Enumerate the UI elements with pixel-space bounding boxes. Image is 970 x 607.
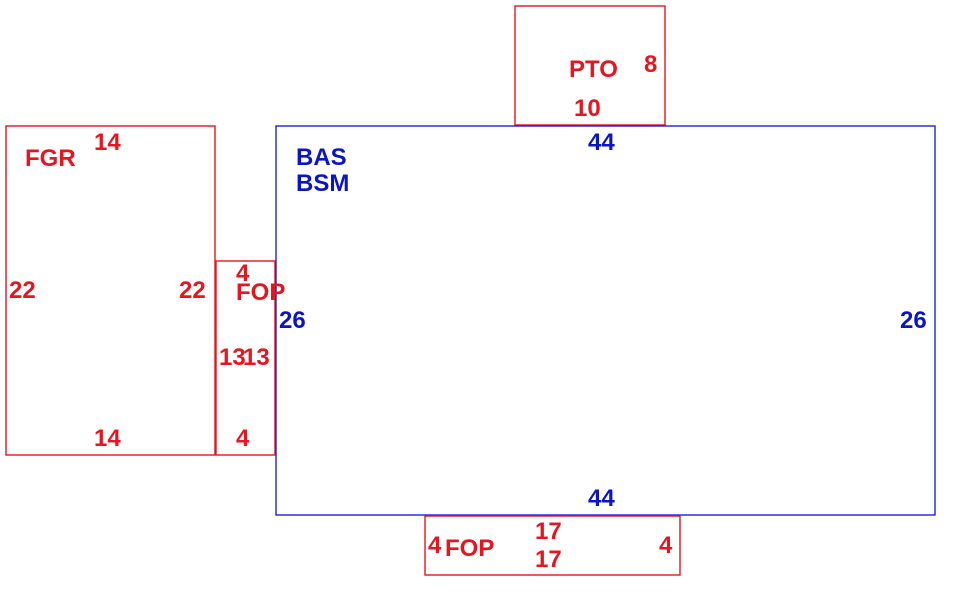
fop-side-right-dimension: 13 xyxy=(243,344,270,371)
bas-code-label: BAS xyxy=(296,144,347,171)
pto-outline xyxy=(514,5,666,126)
fgr-top-dimension: 14 xyxy=(94,129,121,156)
fgr-code-label: FGR xyxy=(25,145,76,172)
fop-side-outline xyxy=(215,260,276,456)
pto-side-dimension: 8 xyxy=(644,51,657,78)
bas-bottom-dimension: 44 xyxy=(588,485,615,512)
bas-right-dimension: 26 xyxy=(900,307,927,334)
fop-bottom-code-label: FOP xyxy=(445,535,494,562)
pto-code-label: PTO xyxy=(569,56,618,83)
fgr-outline xyxy=(5,125,216,456)
fgr-bottom-dimension: 14 xyxy=(94,425,121,452)
fop-side-left-dimension: 13 xyxy=(219,344,246,371)
fop-bottom-outline xyxy=(424,515,681,576)
fop-bottom-top-dimension: 17 xyxy=(535,518,562,545)
fgr-right-dimension: 22 xyxy=(179,277,206,304)
bas-outline xyxy=(275,125,936,516)
fop-side-code-label: FOP xyxy=(236,279,285,306)
fop-side-bottom-dimension: 4 xyxy=(236,425,250,452)
fop-bottom-left-dimension: 4 xyxy=(428,532,442,559)
bas-top-dimension: 44 xyxy=(588,129,615,156)
fop-side-top-dimension: 4 xyxy=(236,260,250,287)
pto-bottom-dimension: 10 xyxy=(574,95,601,122)
fop-bottom-bottom-dimension: 17 xyxy=(535,546,562,573)
fop-bottom-right-dimension: 4 xyxy=(659,532,673,559)
fgr-left-dimension: 22 xyxy=(9,277,36,304)
bsm-code-label: BSM xyxy=(296,170,349,197)
bas-left-dimension: 26 xyxy=(279,307,306,334)
